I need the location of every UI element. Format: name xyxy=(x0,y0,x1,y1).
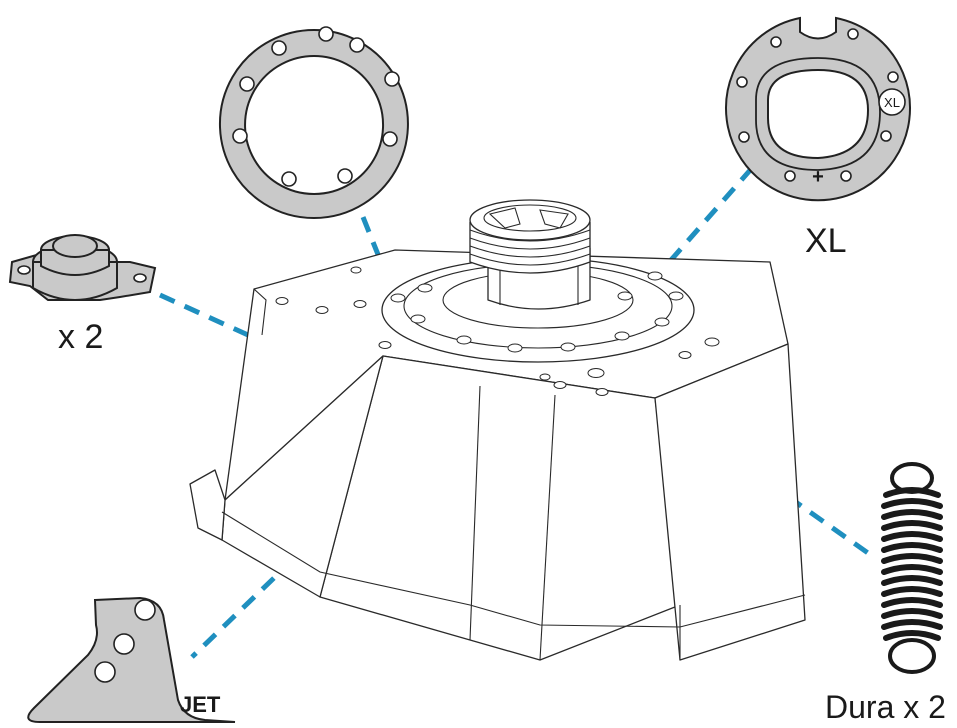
plus-mark: + xyxy=(812,166,824,188)
mounting-ring-icon xyxy=(219,26,409,219)
rubber-bumper-icon xyxy=(8,234,157,301)
spring-quantity-label: Dura x 2 xyxy=(825,689,946,725)
callout-line-jet-plate xyxy=(190,445,412,659)
deck-screws xyxy=(275,266,720,396)
jet-plate-icon xyxy=(27,596,236,723)
xl-adapter-ring-icon: XL + xyxy=(725,16,911,202)
ring-screws xyxy=(390,271,684,353)
xl-ring-label: XL xyxy=(805,222,847,260)
wheel-base-housing-icon xyxy=(189,199,806,661)
bumper-quantity-label: x 2 xyxy=(58,318,103,356)
coil-spring-icon xyxy=(881,462,943,674)
jet-plate-label: JET xyxy=(180,692,221,717)
xl-badge-label: XL xyxy=(884,95,900,110)
